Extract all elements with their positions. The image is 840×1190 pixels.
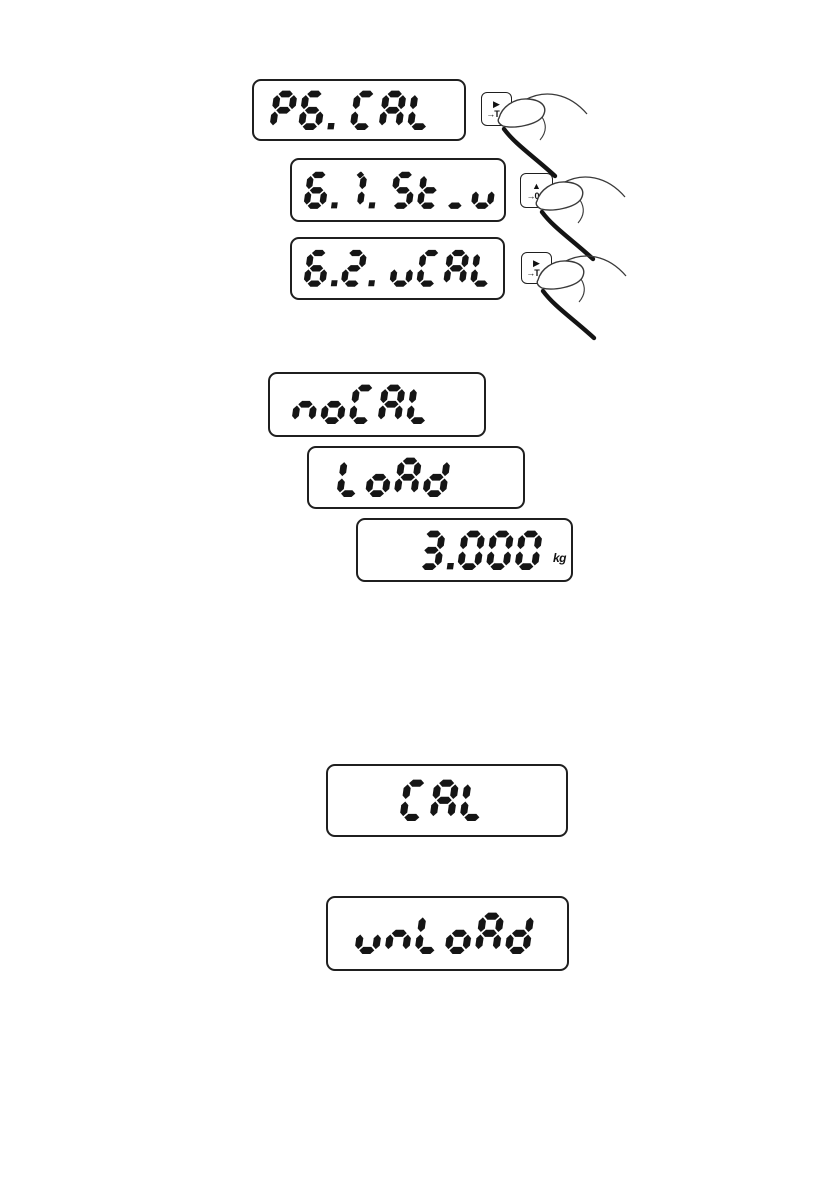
right-triangle-icon: ▶ [493,99,500,109]
right-triangle-icon: ▶ [533,258,540,268]
tare-key-label: →T← [526,268,547,278]
lcd-display-nocal [268,372,486,437]
finger-press-icon [497,93,588,179]
seven-segment-text [399,779,480,821]
lcd-display-unload [326,896,569,971]
seven-segment-text [270,90,427,130]
unit-label: kg [552,551,567,565]
seven-segment-text [303,171,495,209]
lcd-display-weight: kg [356,518,573,582]
finger-press-icon [536,255,627,341]
seven-segment-text [303,249,488,287]
seven-segment-text [337,457,450,498]
lcd-display-62-ucal [290,237,505,300]
zero-key-label: →0← [526,190,547,201]
seven-segment-text [355,912,534,954]
finger-press-icon [535,176,626,262]
lcd-display-p6-cal [252,79,466,141]
seven-segment-text [422,530,543,570]
tare-key-label: →T← [486,109,507,119]
seven-segment-text [292,384,425,425]
lcd-display-cal [326,764,568,837]
lcd-display-61-stu [290,158,506,222]
up-triangle-icon: ▲ [532,180,541,191]
lcd-display-load [307,446,525,509]
